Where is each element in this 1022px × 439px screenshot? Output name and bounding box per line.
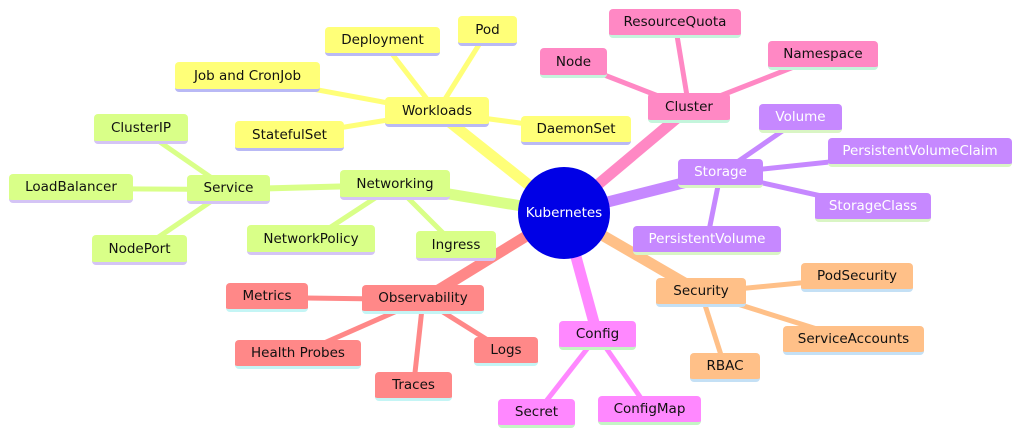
branch-node-security-label: Security xyxy=(673,283,729,299)
branch-node-storage[interactable]: Storage xyxy=(678,159,763,188)
leaf-node-podsecurity[interactable]: PodSecurity xyxy=(801,263,913,292)
leaf-node-statefulset-label: StatefulSet xyxy=(252,126,327,143)
leaf-node-configmap-label: ConfigMap xyxy=(613,401,686,417)
leaf-node-resourcequota[interactable]: ResourceQuota xyxy=(609,9,741,38)
branch-node-config[interactable]: Config xyxy=(559,321,636,350)
leaf-node-persistentvolume[interactable]: PersistentVolume xyxy=(633,226,781,255)
leaf-node-pod-label: Pod xyxy=(475,21,500,38)
leaf-node-networkpolicy-label: NetworkPolicy xyxy=(263,230,359,247)
leaf-node-loadbalancer[interactable]: LoadBalancer xyxy=(9,174,133,203)
leaf-node-storageclass-label: StorageClass xyxy=(828,198,918,214)
branch-node-workloads[interactable]: Workloads xyxy=(385,97,489,127)
branch-node-storage-label: Storage xyxy=(694,164,747,180)
branch-node-networking[interactable]: Networking xyxy=(340,170,450,200)
leaf-node-node[interactable]: Node xyxy=(540,48,607,78)
leaf-node-rbac[interactable]: RBAC xyxy=(690,353,760,382)
leaf-node-namespace-label: Namespace xyxy=(783,46,863,62)
leaf-node-health-probes[interactable]: Health Probes xyxy=(235,340,361,369)
leaf-node-serviceaccounts[interactable]: ServiceAccounts xyxy=(783,326,924,355)
leaf-node-deployment[interactable]: Deployment xyxy=(325,27,440,56)
branch-node-cluster[interactable]: Cluster xyxy=(648,93,730,123)
leaf-node-persistentvolumeclaim-label: PersistentVolumeClaim xyxy=(842,143,998,159)
branch-node-networking-label: Networking xyxy=(356,175,434,192)
leaf-node-daemonset-label: DaemonSet xyxy=(536,121,616,137)
leaf-node-namespace[interactable]: Namespace xyxy=(768,41,878,70)
branch-node-observability-label: Observability xyxy=(378,290,468,306)
leaf-node-secret[interactable]: Secret xyxy=(498,399,575,428)
leaf-node-job-and-cronjob-label: Job and CronJob xyxy=(193,67,302,84)
leaf-node-pod[interactable]: Pod xyxy=(458,16,517,46)
leaf-node-metrics[interactable]: Metrics xyxy=(226,283,308,312)
branch-node-security[interactable]: Security xyxy=(656,278,746,307)
leaf-node-rbac-label: RBAC xyxy=(706,358,744,374)
leaf-node-secret-label: Secret xyxy=(514,404,559,420)
leaf-node-persistentvolumeclaim[interactable]: PersistentVolumeClaim xyxy=(828,138,1012,167)
leaf-node-traces[interactable]: Traces xyxy=(375,372,452,401)
branch-node-observability[interactable]: Observability xyxy=(362,285,484,314)
leaf-node-logs[interactable]: Logs xyxy=(474,337,538,366)
branch-node-service[interactable]: Service xyxy=(187,175,270,204)
leaf-node-ingress-label: Ingress xyxy=(431,236,481,253)
leaf-node-loadbalancer-label: LoadBalancer xyxy=(25,179,117,195)
leaf-node-serviceaccounts-label: ServiceAccounts xyxy=(797,331,910,347)
leaf-node-node-label: Node xyxy=(555,53,592,70)
leaf-node-statefulset[interactable]: StatefulSet xyxy=(235,121,344,151)
leaf-node-daemonset[interactable]: DaemonSet xyxy=(521,116,631,145)
leaf-node-job-and-cronjob[interactable]: Job and CronJob xyxy=(175,62,320,92)
leaf-node-resourcequota-label: ResourceQuota xyxy=(623,14,727,30)
leaf-node-health-probes-label: Health Probes xyxy=(251,345,345,361)
root-node-kubernetes[interactable]: Kubernetes xyxy=(518,167,610,259)
leaf-node-traces-label: Traces xyxy=(392,377,435,393)
leaf-node-nodeport[interactable]: NodePort xyxy=(92,235,187,265)
leaf-node-metrics-label: Metrics xyxy=(242,288,292,304)
leaf-node-configmap[interactable]: ConfigMap xyxy=(598,396,701,425)
leaf-node-podsecurity-label: PodSecurity xyxy=(817,268,897,284)
branch-node-service-label: Service xyxy=(203,180,254,196)
leaf-node-deployment-label: Deployment xyxy=(341,32,424,48)
leaf-node-persistentvolume-label: PersistentVolume xyxy=(648,231,766,247)
leaf-node-logs-label: Logs xyxy=(490,342,522,358)
leaf-node-networkpolicy[interactable]: NetworkPolicy xyxy=(247,225,375,255)
branch-node-config-label: Config xyxy=(575,326,620,342)
branch-node-workloads-label: Workloads xyxy=(401,102,473,119)
branch-node-cluster-label: Cluster xyxy=(665,98,713,115)
root-node-label: Kubernetes xyxy=(525,205,603,221)
leaf-node-clusterip-label: ClusterIP xyxy=(110,119,172,136)
leaf-node-volume[interactable]: Volume xyxy=(759,104,842,133)
leaf-node-clusterip[interactable]: ClusterIP xyxy=(94,114,188,144)
leaf-node-storageclass[interactable]: StorageClass xyxy=(815,193,931,222)
leaf-node-nodeport-label: NodePort xyxy=(108,240,171,257)
leaf-node-volume-label: Volume xyxy=(775,109,826,125)
leaf-node-ingress[interactable]: Ingress xyxy=(416,231,496,261)
